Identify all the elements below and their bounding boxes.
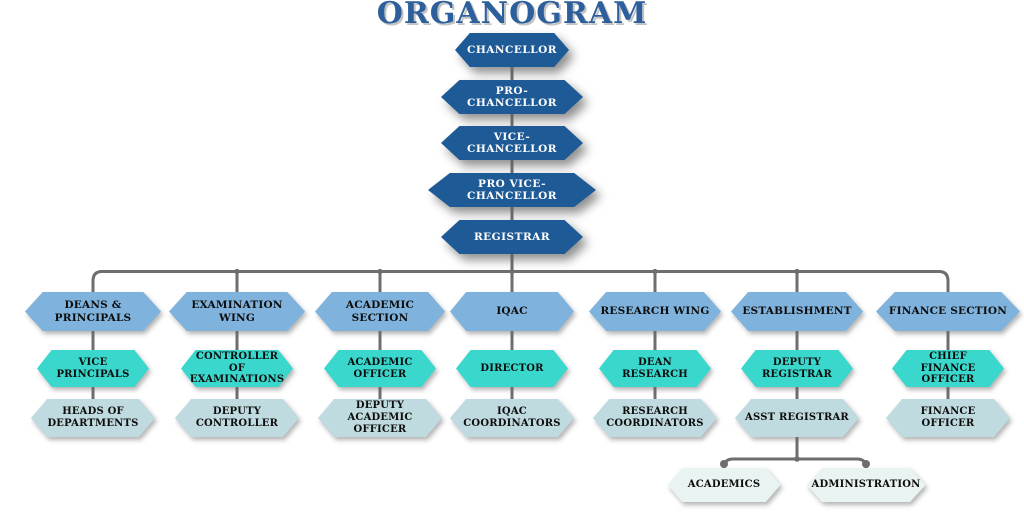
hexagon-shape: VICE PRINCIPALS	[37, 350, 149, 387]
hexagon-shape: ACADEMICS	[667, 468, 781, 502]
registrar-bus-line	[91, 270, 950, 304]
hexagon-shape: CHIEF FINANCE OFFICER	[892, 350, 1004, 387]
node-label: DEAN RESEARCH	[622, 356, 688, 380]
node-label: IQAC COORDINATORS	[463, 406, 561, 429]
node-chancellor: CHANCELLOR	[455, 33, 569, 67]
node-label: DEPUTY CONTROLLER	[195, 406, 279, 429]
node-research-coordinators: RESEARCH COORDINATORS	[593, 399, 717, 437]
bus-junction-dot	[377, 268, 383, 275]
node-label: CHANCELLOR	[466, 43, 558, 56]
node-deputy-registrar: DEPUTY REGISTRAR	[741, 350, 853, 387]
node-director: DIRECTOR	[456, 350, 568, 387]
node-label: FINANCE SECTION	[888, 305, 1008, 318]
node-dean-research: DEAN RESEARCH	[599, 350, 711, 387]
node-academic-officer: ACADEMIC OFFICER	[324, 350, 436, 387]
hexagon-shape: ADMINISTRATION	[806, 468, 926, 502]
node-heads-of-departments: HEADS OF DEPARTMENTS	[31, 399, 155, 437]
hexagon-shape: CONTROLLER OF EXAMINATIONS	[181, 350, 293, 387]
node-label: PRO-CHANCELLOR	[466, 84, 558, 109]
hexagon-shape: ESTABLISHMENT	[731, 292, 863, 331]
node-academics: ACADEMICS	[667, 468, 781, 502]
node-label: ADMINISTRATION	[811, 479, 921, 491]
hexagon-shape: DIRECTOR	[456, 350, 568, 387]
hexagon-shape: DEAN RESEARCH	[599, 350, 711, 387]
node-registrar: REGISTRAR	[441, 220, 583, 254]
node-label: ACADEMICS	[687, 479, 761, 491]
node-examination-wing: EXAMINATION WING	[169, 292, 305, 331]
hexagon-shape: ACADEMIC SECTION	[315, 292, 445, 331]
node-label: DEPUTY REGISTRAR	[762, 356, 832, 380]
node-label: DEPUTY ACADEMIC OFFICER	[347, 400, 413, 435]
hexagon-shape: HEADS OF DEPARTMENTS	[31, 399, 155, 437]
page-title: ORGANOGRAM	[376, 0, 648, 31]
node-iqac: IQAC	[450, 292, 574, 331]
hexagon-shape: EXAMINATION WING	[169, 292, 305, 331]
node-label: CONTROLLER OF EXAMINATIONS	[189, 350, 285, 386]
node-label: RESEARCH WING	[600, 305, 710, 318]
bus-junction-dot	[509, 268, 515, 275]
node-controller-of-examinations: CONTROLLER OF EXAMINATIONS	[181, 350, 293, 387]
hexagon-shape: ASST REGISTRAR	[735, 399, 859, 437]
node-deputy-controller: DEPUTY CONTROLLER	[175, 399, 299, 437]
hexagon-shape: IQAC COORDINATORS	[450, 399, 574, 437]
hexagon-shape: CHANCELLOR	[455, 33, 569, 67]
hexagon-shape: DEPUTY CONTROLLER	[175, 399, 299, 437]
node-vice-chancellor: VICE-CHANCELLOR	[441, 126, 583, 160]
split-junction-dot	[794, 456, 800, 462]
node-label: RESEARCH COORDINATORS	[606, 406, 704, 429]
administration-endpoint-dot	[862, 460, 870, 468]
bus-junction-dot	[234, 268, 240, 275]
node-research-wing: RESEARCH WING	[589, 292, 721, 331]
node-label: REGISTRAR	[473, 230, 551, 243]
hexagon-shape: DEPUTY REGISTRAR	[741, 350, 853, 387]
node-deans-principals: DEANS & PRINCIPALS	[25, 292, 161, 331]
node-label: HEADS OF DEPARTMENTS	[47, 406, 139, 429]
node-label: IQAC	[496, 305, 528, 318]
hexagon-shape: PRO VICE-CHANCELLOR	[428, 173, 596, 207]
academics-endpoint-dot	[720, 460, 728, 468]
hexagon-shape: ACADEMIC OFFICER	[324, 350, 436, 387]
node-asst-registrar: ASST REGISTRAR	[735, 399, 859, 437]
node-chief-finance-officer: CHIEF FINANCE OFFICER	[892, 350, 1004, 387]
hexagon-shape: DEPUTY ACADEMIC OFFICER	[318, 399, 442, 437]
hexagon-shape: IQAC	[450, 292, 574, 331]
node-label: ACADEMIC SECTION	[345, 299, 415, 324]
node-label: DEANS & PRINCIPALS	[54, 299, 132, 324]
node-academic-section: ACADEMIC SECTION	[315, 292, 445, 331]
hexagon-shape: FINANCE OFFICER	[886, 399, 1010, 437]
node-pro-chancellor: PRO-CHANCELLOR	[441, 80, 583, 114]
node-label: ESTABLISHMENT	[742, 305, 852, 318]
hexagon-shape: PRO-CHANCELLOR	[441, 80, 583, 114]
node-administration: ADMINISTRATION	[806, 468, 926, 502]
hexagon-shape: VICE-CHANCELLOR	[441, 126, 583, 160]
node-pro-vice-chancellor: PRO VICE-CHANCELLOR	[428, 173, 596, 207]
hexagon-shape: RESEARCH WING	[589, 292, 721, 331]
node-label: ASST REGISTRAR	[745, 412, 849, 424]
hexagon-shape: RESEARCH COORDINATORS	[593, 399, 717, 437]
bus-junction-dot	[794, 268, 800, 275]
node-iqac-coordinators: IQAC COORDINATORS	[450, 399, 574, 437]
node-label: PRO VICE-CHANCELLOR	[466, 177, 558, 202]
hexagon-shape: FINANCE SECTION	[876, 292, 1020, 331]
node-label: FINANCE OFFICER	[920, 406, 976, 429]
node-label: DIRECTOR	[480, 362, 544, 374]
bus-junction-dot	[652, 268, 658, 275]
node-label: ACADEMIC OFFICER	[347, 356, 413, 380]
hexagon-shape: DEANS & PRINCIPALS	[25, 292, 161, 331]
node-finance-section: FINANCE SECTION	[876, 292, 1020, 331]
node-deputy-academic-officer: DEPUTY ACADEMIC OFFICER	[318, 399, 442, 437]
node-vice-principals: VICE PRINCIPALS	[37, 350, 149, 387]
node-label: CHIEF FINANCE OFFICER	[920, 350, 976, 386]
node-establishment: ESTABLISHMENT	[731, 292, 863, 331]
node-finance-officer: FINANCE OFFICER	[886, 399, 1010, 437]
node-label: VICE-CHANCELLOR	[466, 130, 558, 155]
node-label: VICE PRINCIPALS	[56, 356, 130, 380]
node-label: EXAMINATION WING	[191, 299, 283, 324]
hexagon-shape: REGISTRAR	[441, 220, 583, 254]
